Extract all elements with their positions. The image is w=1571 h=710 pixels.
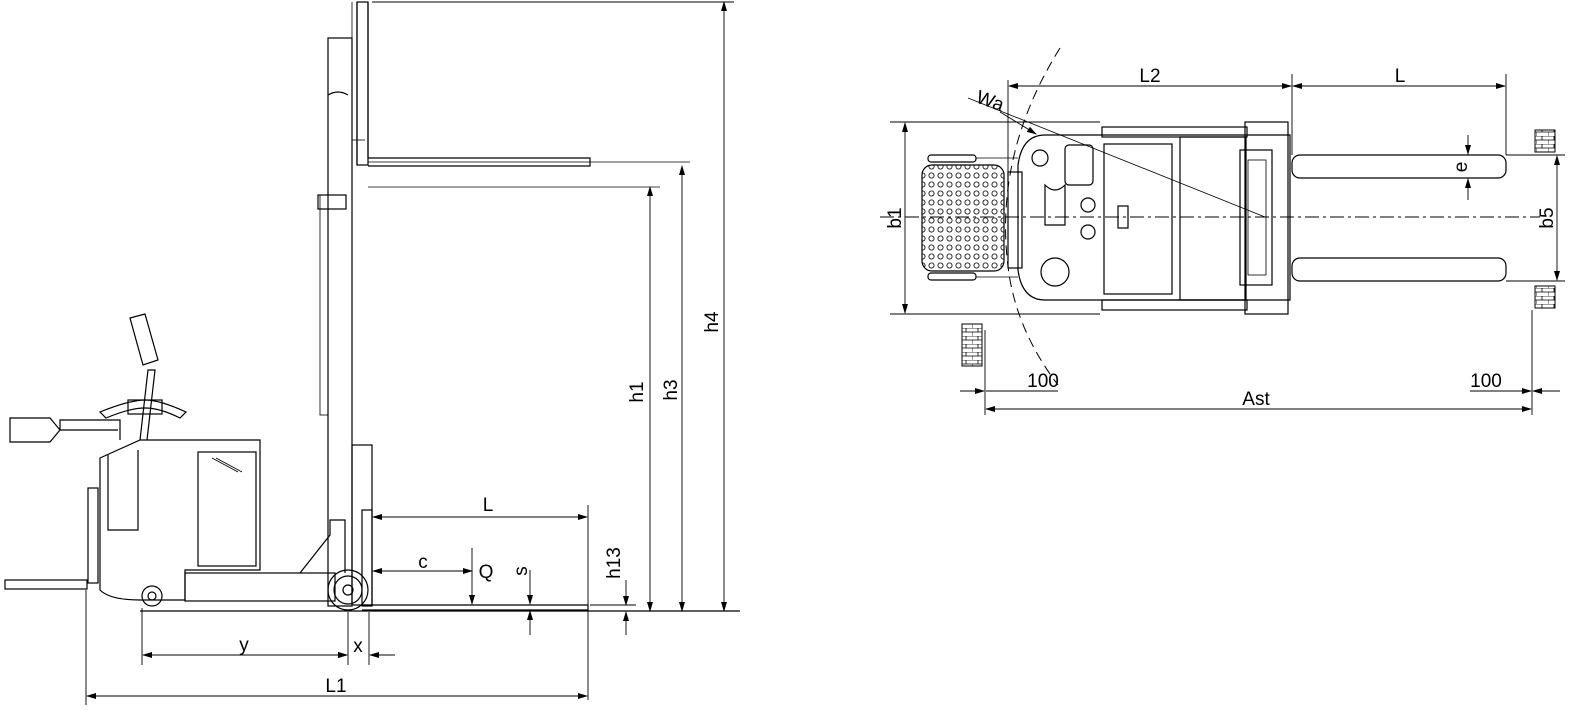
dim-h13: h13 (590, 547, 636, 635)
label-s: s (511, 566, 532, 576)
dim-c: c (372, 552, 473, 574)
label-Ast: Ast (1242, 389, 1270, 410)
label-e: e (1451, 162, 1472, 173)
wall-icon-top-right (1534, 129, 1556, 153)
lowered-forks (361, 509, 589, 611)
dim-L-top: L (1292, 66, 1507, 155)
mast (317, 1, 373, 607)
label-h3: h3 (661, 379, 682, 400)
label-y: y (239, 635, 249, 656)
raised-forks (367, 2, 690, 188)
wall-icon-left (961, 323, 983, 367)
forks-top (1291, 154, 1507, 282)
label-clear-right: 100 (1470, 371, 1502, 392)
dim-e: e (1451, 135, 1472, 200)
label-h13: h13 (604, 547, 625, 579)
dim-clear-right: 100 (1470, 310, 1560, 415)
dim-h1: h1 (627, 186, 653, 612)
platform (4, 487, 99, 590)
turning-arc (1005, 47, 1061, 386)
label-h4: h4 (702, 311, 723, 333)
drive-wheel (327, 569, 369, 611)
dim-b5: b5 (1506, 154, 1565, 282)
dim-L1: L1 (85, 590, 588, 705)
label-clear-left: 100 (1027, 371, 1059, 392)
truck-body-top (1007, 121, 1291, 315)
wall-icon-bottom-right (1534, 285, 1556, 309)
label-h1: h1 (627, 381, 648, 402)
side-view: h4 h3 h1 h13 L c (4, 1, 740, 705)
wa-radius-line (967, 97, 1266, 218)
dim-Ast: Ast (985, 389, 1532, 412)
dim-b1: b1 (885, 121, 1100, 315)
dim-clear-left: 100 (960, 330, 1059, 415)
dim-s: s (511, 566, 533, 635)
label-Q: Q (479, 562, 494, 583)
label-L: L (483, 495, 494, 516)
label-L-top: L (1395, 66, 1406, 87)
dim-y: y (141, 608, 349, 665)
label-L1: L1 (325, 676, 346, 697)
load-arrow-Q: Q (469, 548, 494, 605)
dim-x: x (330, 612, 395, 665)
dim-fork-length: L (372, 495, 589, 700)
top-view: Wa L2 L b1 e (880, 47, 1565, 415)
label-c: c (418, 552, 428, 573)
label-b5: b5 (1537, 207, 1558, 228)
chassis (99, 439, 346, 607)
dim-h3: h3 (661, 165, 685, 612)
tiller (9, 313, 188, 443)
dim-h4: h4 (372, 1, 734, 612)
label-L2: L2 (1139, 66, 1160, 87)
label-b1: b1 (885, 207, 906, 228)
platform-top (921, 154, 1018, 281)
dim-L2: L2 (1007, 66, 1293, 172)
label-x: x (353, 636, 363, 657)
